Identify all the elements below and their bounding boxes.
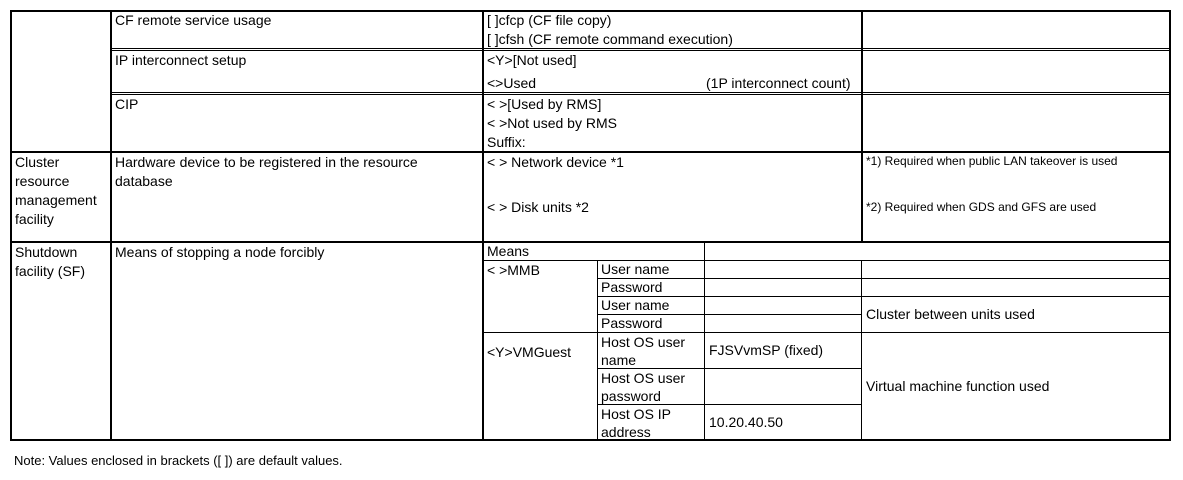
row-divider [111, 50, 1170, 51]
crm-item-text: Hardware device to be registered in the … [115, 154, 418, 189]
cip-item-text: CIP [115, 96, 139, 112]
sf-item-text: Means of stopping a node forcibly [115, 244, 325, 260]
network-device-remark: *1) Required when public LAN takeover is… [866, 154, 1118, 168]
row-divider [597, 278, 1170, 279]
row-divider [483, 332, 1170, 333]
host-os-password-value [706, 369, 861, 404]
means-header-text: Means [487, 243, 530, 259]
disk-units-remark: *2) Required when GDS and GFS are used [866, 200, 1097, 214]
vmguest-remark: Virtual machine function used [863, 333, 1169, 439]
crm-options: < > Network device *1 < > Disk units *2 [484, 153, 860, 241]
not-used-option: <Y>[Not used] [487, 52, 577, 68]
host-os-password-text: Host OS user password [601, 370, 686, 404]
host-os-ip-value: 10.20.40.50 [706, 405, 861, 440]
host-os-ip-text: Host OS IP address [601, 406, 671, 440]
column-divider [110, 11, 112, 440]
mmb-password-text: Password [601, 279, 663, 295]
cf-remote-item-text: CF remote service usage [115, 12, 272, 28]
host-os-ip-label: Host OS IP address [598, 405, 703, 440]
used-option: <>Used [487, 75, 537, 91]
used-option-line: <>Used (1P interconnect count) [487, 74, 860, 92]
means-header: Means [484, 243, 703, 260]
suffix-label: Suffix: [487, 134, 526, 150]
column-divider [861, 11, 863, 242]
host-os-user-name-text: Host OS user name [601, 334, 686, 368]
mmb-password-label: Password [598, 279, 703, 296]
mmb-user-name-2-label: User name [598, 297, 703, 314]
row-divider [597, 368, 862, 369]
cf-remote-item: CF remote service usage [112, 11, 481, 48]
ip-interconnect-item: IP interconnect setup [112, 51, 481, 92]
mmb-remark-text: Cluster between units used [866, 306, 1035, 322]
row-divider [483, 260, 1170, 261]
used-by-rms-option: < >[Used by RMS] [487, 96, 602, 112]
mmb-remark: Cluster between units used [863, 297, 1169, 332]
settings-table [10, 10, 1171, 441]
default-values-note: Note: Values enclosed in brackets ([ ]) … [14, 453, 343, 468]
crm-item: Hardware device to be registered in the … [112, 153, 452, 241]
crm-category: Cluster resource management facility [12, 153, 108, 241]
sf-category-text: Shutdown facility (SF) [15, 244, 85, 279]
ip-interconnect-item-text: IP interconnect setup [115, 52, 247, 68]
mmb-user-name-text: User name [601, 261, 670, 277]
crm-remarks: *1) Required when public LAN takeover is… [863, 153, 1169, 241]
vmguest-option-text: <Y>VMGuest [487, 344, 572, 360]
ip-interconnect-options: <Y>[Not used] <>Used (1P interconnect co… [484, 51, 860, 92]
host-os-user-name-value: FJSVvmSP (fixed) [706, 333, 861, 368]
mmb-password-2-text: Password [601, 315, 663, 331]
row-divider [11, 241, 1170, 243]
cf-remote-options: [ ]cfcp (CF file copy) [ ]cfsh (CF remot… [484, 11, 860, 48]
mmb-user-name-2-text: User name [601, 297, 670, 313]
host-os-password-label: Host OS user password [598, 369, 703, 404]
row-divider [111, 92, 1170, 93]
host-os-user-name-label: Host OS user name [598, 333, 703, 368]
network-device-option: < > Network device *1 [487, 154, 624, 170]
not-used-by-rms-option: < >Not used by RMS [487, 115, 617, 131]
mmb-password-2-label: Password [598, 315, 703, 332]
row-divider [11, 151, 1170, 153]
vmguest-option: <Y>VMGuest [484, 333, 596, 439]
host-os-ip-value-text: 10.20.40.50 [709, 414, 783, 430]
interconnect-count-label: (1P interconnect count) [706, 75, 851, 91]
column-divider [861, 261, 862, 440]
cfsh-option: [ ]cfsh (CF remote command execution) [487, 31, 733, 47]
mmb-user-name-label: User name [598, 261, 703, 278]
cfcp-option: [ ]cfcp (CF file copy) [487, 12, 612, 28]
column-divider [597, 261, 598, 440]
row-divider [597, 404, 862, 405]
vmguest-remark-text: Virtual machine function used [866, 377, 1050, 394]
mmb-option-text: < >MMB [487, 262, 540, 278]
mmb-option: < >MMB [484, 261, 596, 332]
cip-item: CIP [112, 95, 481, 151]
host-os-user-name-value-text: FJSVvmSP (fixed) [709, 342, 824, 358]
crm-category-text: Cluster resource management facility [15, 154, 97, 227]
row-divider [597, 314, 862, 315]
cip-options: < >[Used by RMS] < >Not used by RMS Suff… [484, 95, 860, 151]
sf-category: Shutdown facility (SF) [12, 243, 108, 439]
disk-units-option: < > Disk units *2 [487, 199, 589, 215]
sf-item: Means of stopping a node forcibly [112, 243, 481, 439]
column-divider [482, 11, 484, 440]
row-divider [597, 296, 1170, 297]
row-divider [111, 48, 1170, 49]
row-divider [111, 94, 1170, 95]
column-divider [704, 242, 705, 440]
